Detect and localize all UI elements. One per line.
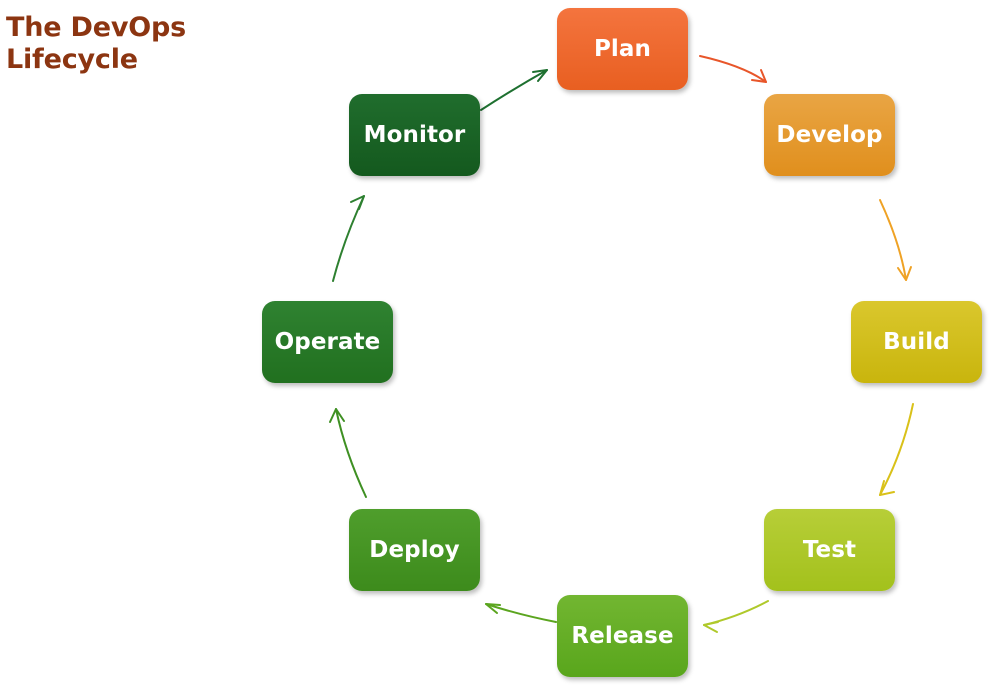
node-label-plan: Plan: [593, 35, 652, 62]
arrow-head-icon: [879, 480, 895, 496]
arrow-head-icon: [897, 266, 912, 281]
arrow-head-icon: [485, 603, 501, 614]
node-label-monitor: Monitor: [363, 121, 466, 148]
node-operate[interactable]: Operate: [262, 301, 393, 383]
node-release[interactable]: Release: [557, 595, 688, 677]
arrow-test-to-release: [703, 600, 769, 633]
arrow-build-to-test: [879, 403, 914, 496]
node-test[interactable]: Test: [764, 509, 895, 591]
page-title: The DevOps Lifecycle: [6, 12, 187, 75]
arrow-shaft: [703, 600, 769, 626]
arrow-shaft: [485, 603, 557, 623]
arrow-head-icon: [329, 408, 345, 423]
node-label-develop: Develop: [776, 121, 883, 148]
arrow-head-icon: [350, 195, 365, 210]
arrow-head-icon: [532, 69, 548, 82]
arrow-shaft: [480, 69, 548, 111]
arrow-shaft: [332, 195, 365, 282]
arrow-shaft: [335, 408, 367, 498]
arrow-shaft: [879, 199, 907, 281]
arrow-shaft: [699, 55, 767, 83]
arrow-shaft: [879, 403, 914, 496]
arrow-release-to-deploy: [485, 603, 557, 623]
node-label-test: Test: [802, 536, 857, 563]
arrow-head-icon: [751, 69, 767, 83]
node-build[interactable]: Build: [851, 301, 982, 383]
arrow-operate-to-monitor: [332, 195, 365, 282]
node-label-operate: Operate: [274, 328, 381, 355]
arrow-plan-to-develop: [699, 55, 767, 83]
arrow-monitor-to-plan: [480, 69, 548, 111]
node-label-build: Build: [883, 328, 950, 355]
arrow-head-icon: [703, 621, 719, 633]
node-label-deploy: Deploy: [369, 536, 460, 563]
arrow-deploy-to-operate: [329, 408, 367, 498]
node-deploy[interactable]: Deploy: [349, 509, 480, 591]
node-plan[interactable]: Plan: [557, 8, 688, 90]
node-develop[interactable]: Develop: [764, 94, 895, 176]
node-label-release: Release: [571, 622, 674, 649]
arrow-develop-to-build: [879, 199, 912, 281]
node-monitor[interactable]: Monitor: [349, 94, 480, 176]
